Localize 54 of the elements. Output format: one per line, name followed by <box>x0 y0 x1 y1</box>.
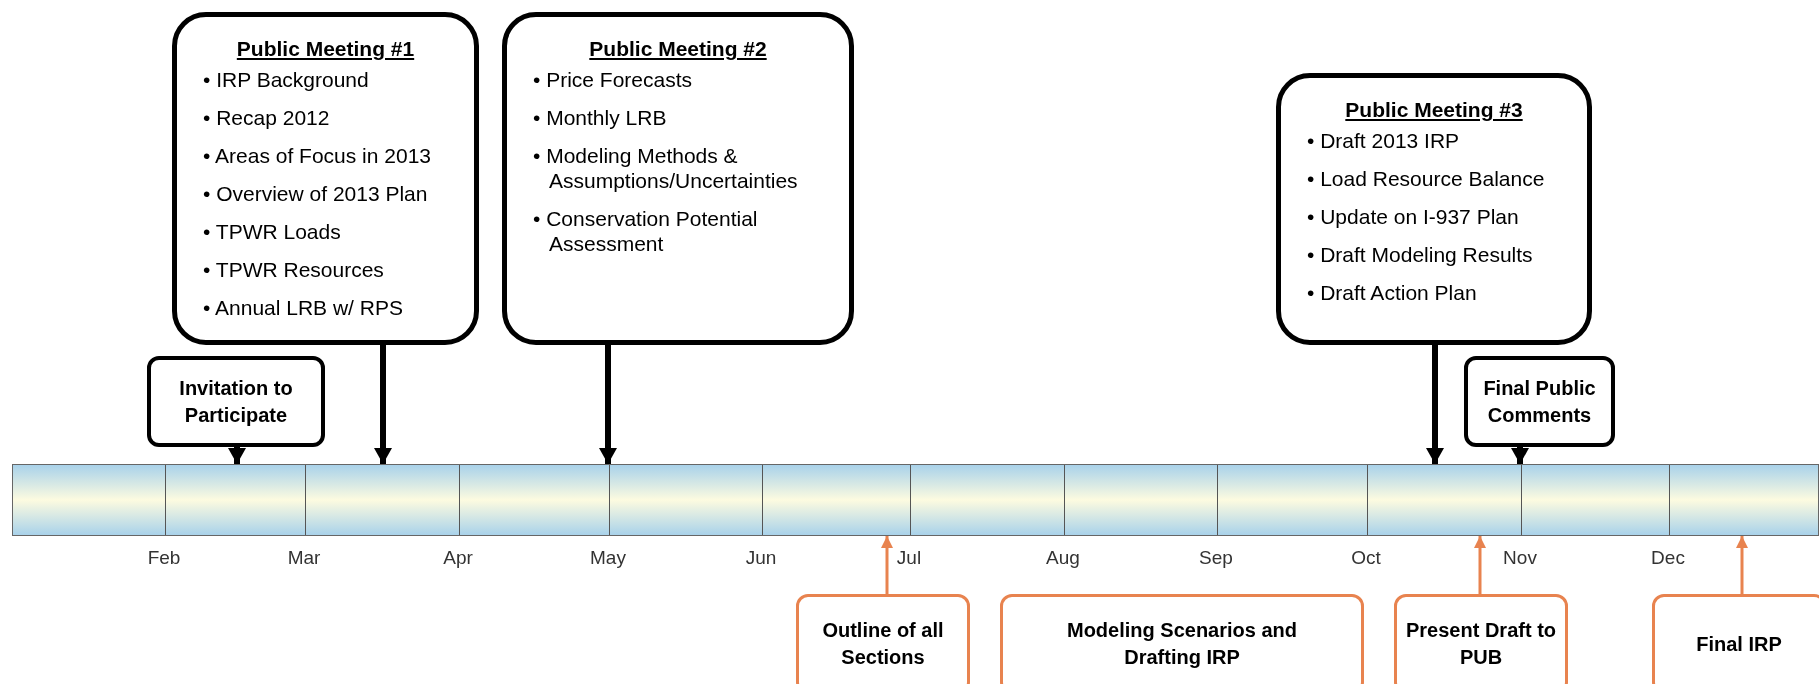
arrow <box>881 536 893 594</box>
month-label: Nov <box>1503 547 1537 569</box>
milestone-text: Final Public Comments <box>1482 375 1597 428</box>
month-label: Aug <box>1046 547 1080 569</box>
bullet-item: • Update on I-937 Plan <box>1307 204 1520 229</box>
bullet-item: • TPWR Loads <box>203 219 342 244</box>
milestone-box <box>1000 594 1364 684</box>
timeline-bar <box>12 464 1819 536</box>
milestone-text: Outline of all Sections <box>821 618 945 670</box>
bullet-item: • IRP Background <box>203 67 370 92</box>
milestone-box <box>796 594 970 684</box>
milestone-text: Present Draft to PUB <box>1405 618 1557 670</box>
meeting-box <box>172 12 479 345</box>
milestone-text: Modeling Scenarios and Drafting IRP <box>1065 618 1298 670</box>
month-label: Jul <box>896 547 922 569</box>
arrow <box>228 447 246 464</box>
month-label: Oct <box>1351 547 1381 569</box>
bullet-item: • Draft Modeling Results <box>1307 242 1534 267</box>
callout-box <box>147 356 325 447</box>
meeting-heading: Public Meeting #1 <box>235 37 416 61</box>
milestone-box <box>1394 594 1568 684</box>
bullet-item: • Load Resource Balance <box>1307 166 1546 191</box>
arrow <box>1474 536 1486 594</box>
bullet-item: • Price Forecasts <box>533 67 694 92</box>
arrow <box>1426 345 1444 464</box>
bullet-item: • Monthly LRB <box>533 105 668 130</box>
month-label: Mar <box>287 547 321 569</box>
bullet-item: • Areas of Focus in 2013 <box>203 143 432 168</box>
bullet-item: • Draft Action Plan <box>1307 280 1478 305</box>
milestone-box <box>1652 594 1819 684</box>
month-label: Jun <box>745 547 777 569</box>
milestone-text: Invitation to Participate <box>178 375 294 428</box>
meeting-box <box>1276 73 1592 345</box>
month-label: Sep <box>1199 547 1233 569</box>
arrow <box>599 345 617 464</box>
arrow <box>1736 536 1748 594</box>
month-label: Dec <box>1651 547 1685 569</box>
meeting-heading: Public Meeting #2 <box>588 37 768 61</box>
bullet-item: • TPWR Resources <box>203 257 385 282</box>
bullet-item: • Conservation Potential Assessment <box>533 206 759 256</box>
month-label: Feb <box>147 547 181 569</box>
bullet-item: • Modeling Methods & Assumptions/Uncertainties <box>533 143 799 193</box>
bullet-item: • Overview of 2013 Plan <box>203 181 429 206</box>
milestone-text: Final IRP <box>1696 631 1782 657</box>
bullet-item: • Recap 2012 <box>203 105 331 130</box>
month-label: May <box>590 547 626 569</box>
bullet-item: • Draft 2013 IRP <box>1307 128 1461 153</box>
callout-box <box>1464 356 1615 447</box>
arrow <box>1511 447 1529 464</box>
arrow <box>374 345 392 464</box>
month-label: Apr <box>443 547 473 569</box>
meeting-box <box>502 12 854 345</box>
bullet-item: • Annual LRB w/ RPS <box>203 295 404 320</box>
meeting-heading: Public Meeting #3 <box>1344 98 1524 122</box>
